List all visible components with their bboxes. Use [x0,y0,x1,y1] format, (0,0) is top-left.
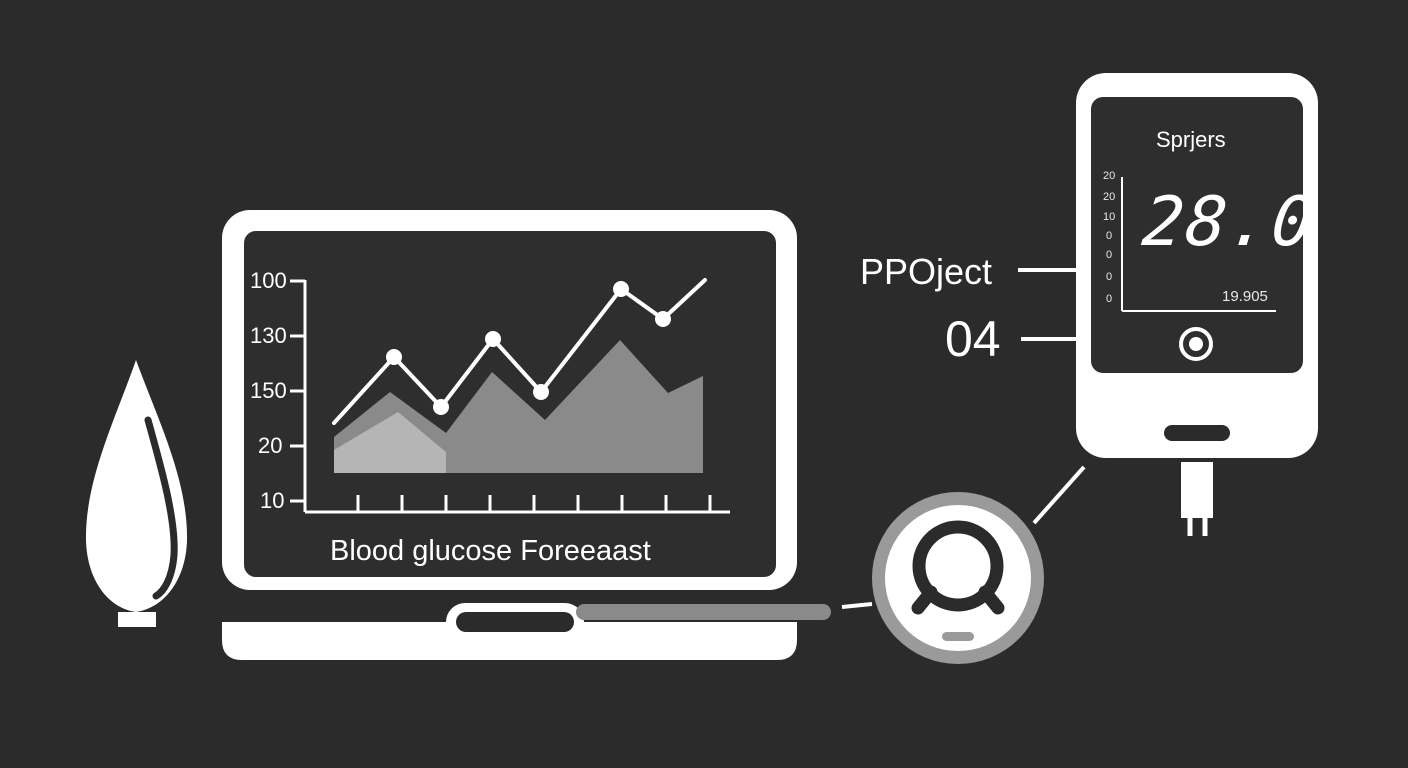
meter-y-tick: 20 [1103,170,1116,182]
glucose-line [332,278,707,425]
sensor-connector-line [1032,465,1086,525]
chart-point [613,281,629,297]
meter-screen [1091,97,1303,373]
x-axis-ticks [356,495,712,512]
y-tick-label: 10 [260,488,285,513]
project-label: PPOject [860,251,993,292]
meter-sub-reading: 19.905 [1222,288,1268,305]
chart-title: Blood glucose Foreeaast [330,535,651,567]
y-tick-label: 100 [250,268,287,293]
meter-y-tick: 0 [1106,271,1113,283]
laptop-cable [576,602,873,620]
meter-y-tick: 10 [1103,211,1116,223]
meter-strip-slot [1164,425,1230,441]
glucose-points [386,281,671,415]
chart-point [433,399,449,415]
meter-y-tick: 0 [1106,293,1113,305]
meter-y-tick: 0 [1106,230,1113,242]
chart-point [655,311,671,327]
laptop-notch [456,612,574,632]
y-tick-label: 150 [250,378,287,403]
y-tick-label: 20 [258,433,283,458]
y-tick-label: 130 [250,323,287,348]
y-axis-ticks [290,279,305,503]
blood-drop-icon [85,360,188,627]
meter-y-tick: 20 [1103,191,1116,203]
glucose-sensor-icon [872,492,1044,664]
chart-point [533,384,549,400]
meter-y-tick: 0 [1106,249,1113,261]
glucometer-icon [1076,73,1318,536]
chart-area-light [334,412,446,473]
glucose-chart [290,278,730,514]
chart-point [485,331,501,347]
meter-reading: 28.0 [1138,183,1319,262]
meter-button-icon [1179,327,1213,361]
chart-point [386,349,402,365]
number-label: 04 [945,311,1001,367]
meter-title: Sprjers [1156,127,1226,152]
